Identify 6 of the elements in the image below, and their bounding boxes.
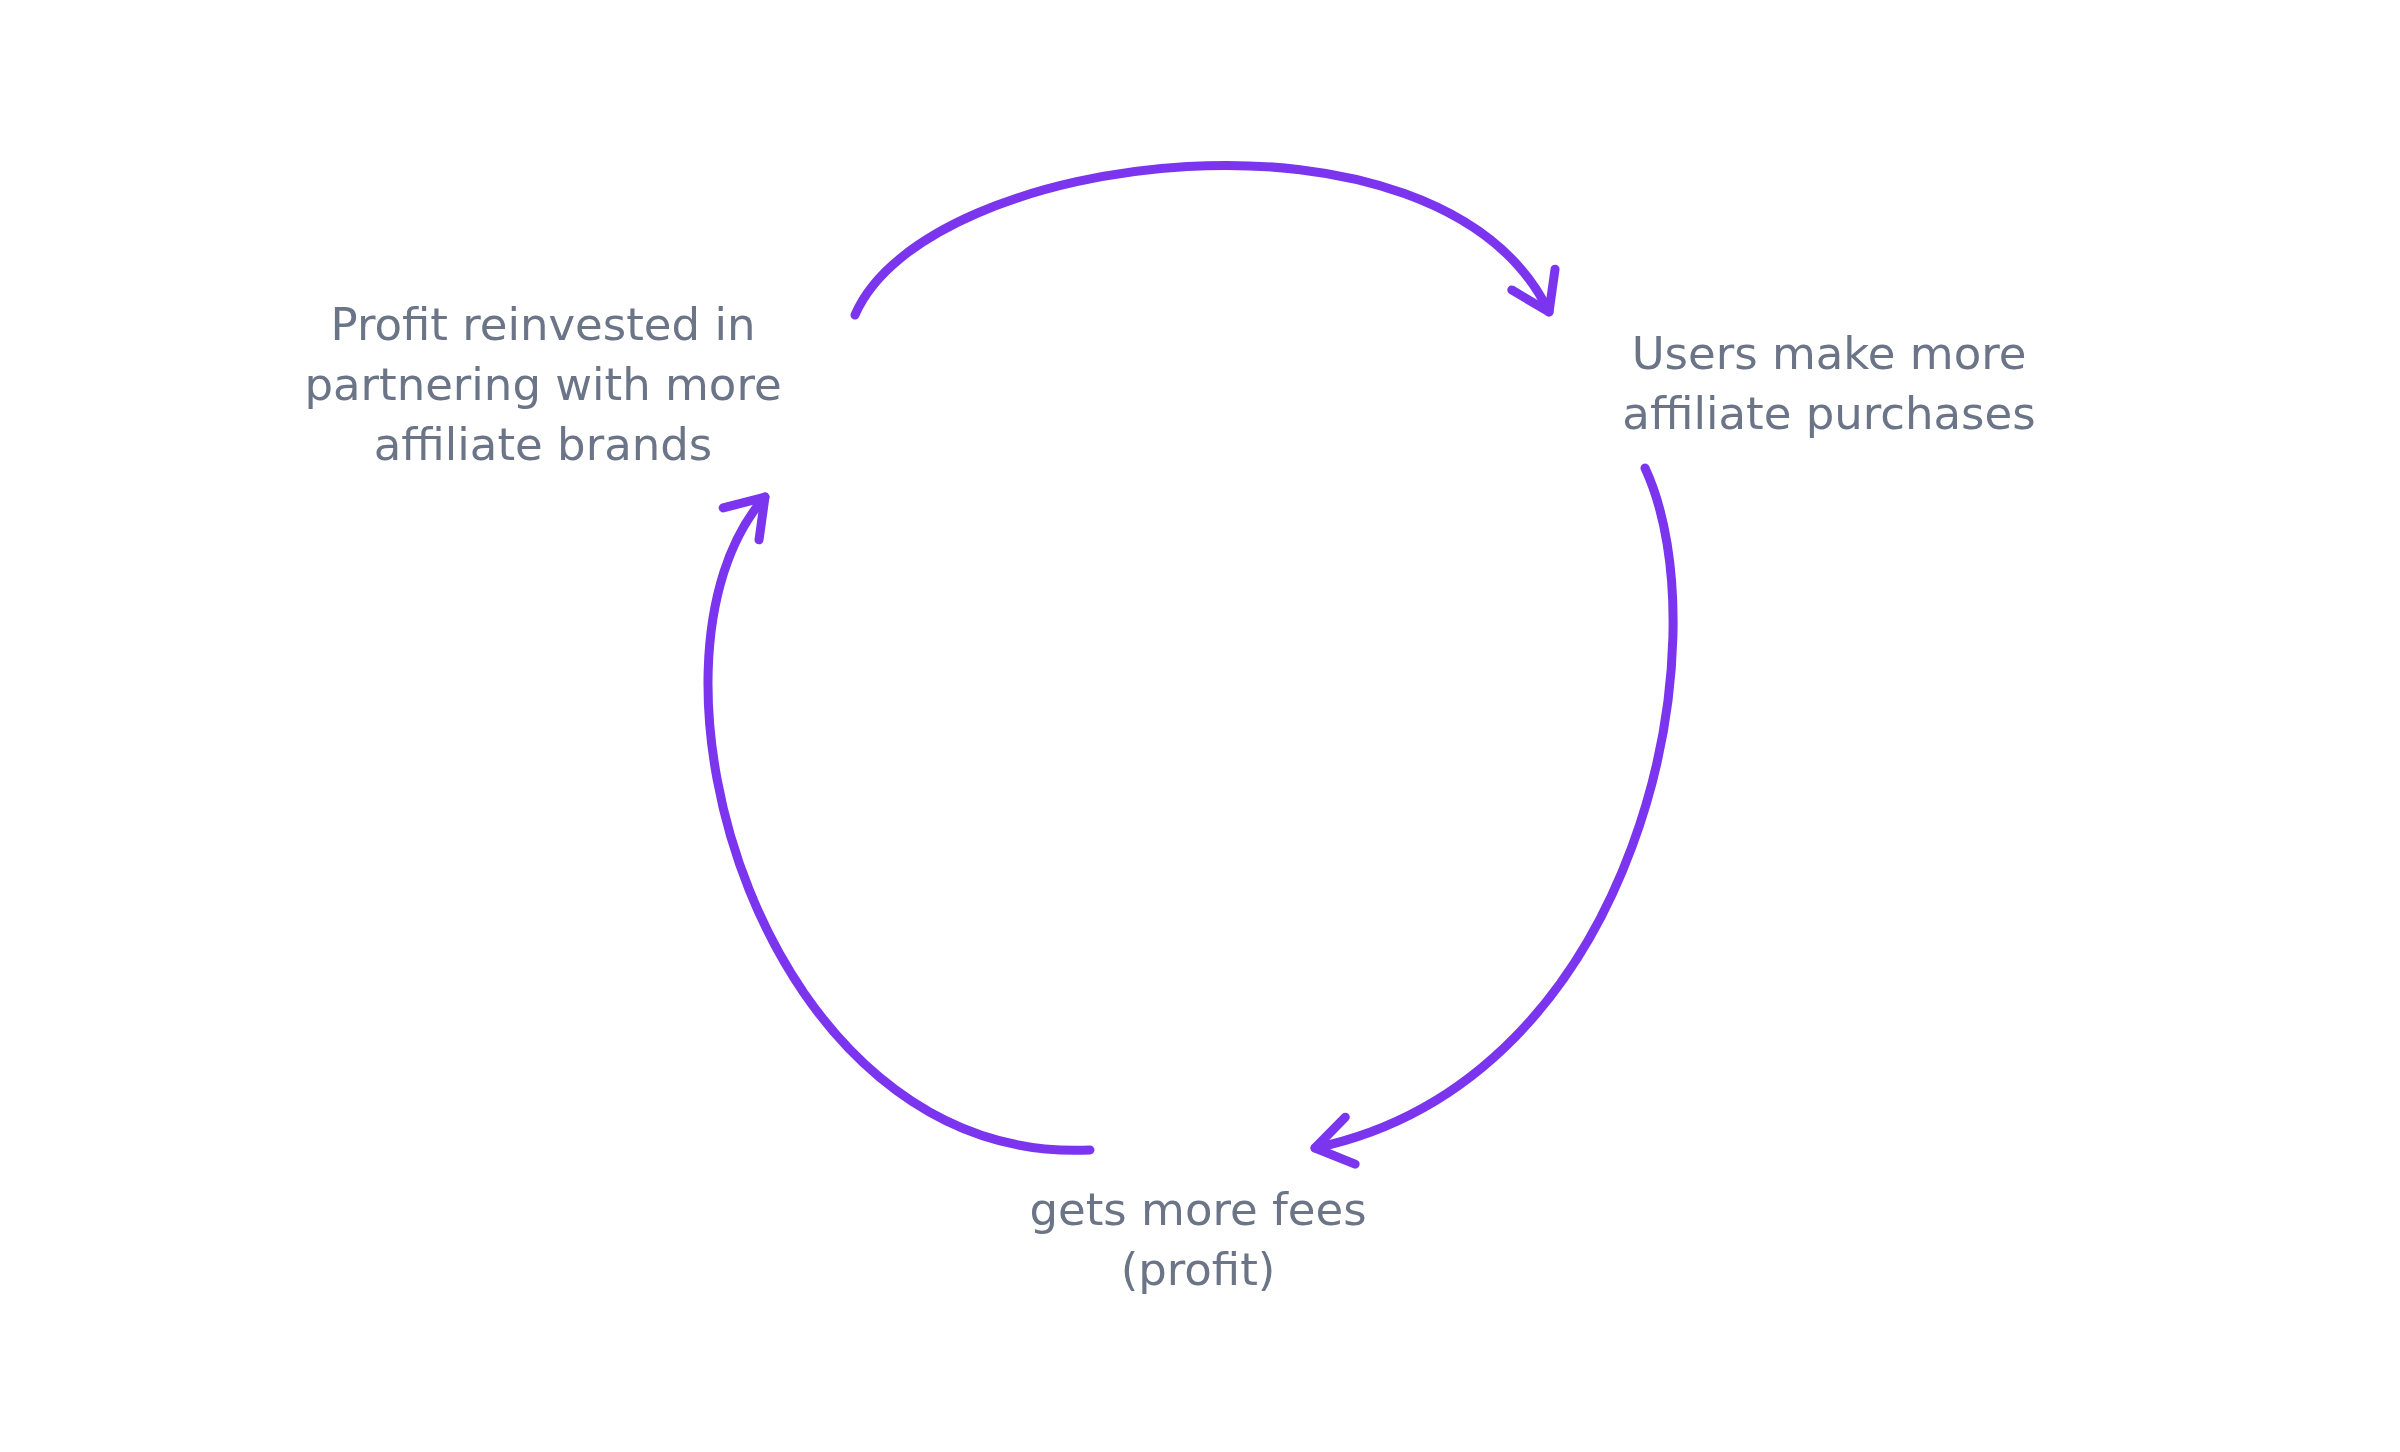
step-label: gets more fees (profit)	[978, 1180, 1418, 1300]
cycle-arrow	[1310, 463, 1678, 1169]
cycle-arrow	[703, 492, 1095, 1155]
cycle-arrow	[850, 161, 1560, 320]
step-label: Profit reinvested in partnering with more affiliate brands	[243, 295, 843, 475]
step-label: Users make more affiliate purchases	[1589, 324, 2069, 444]
